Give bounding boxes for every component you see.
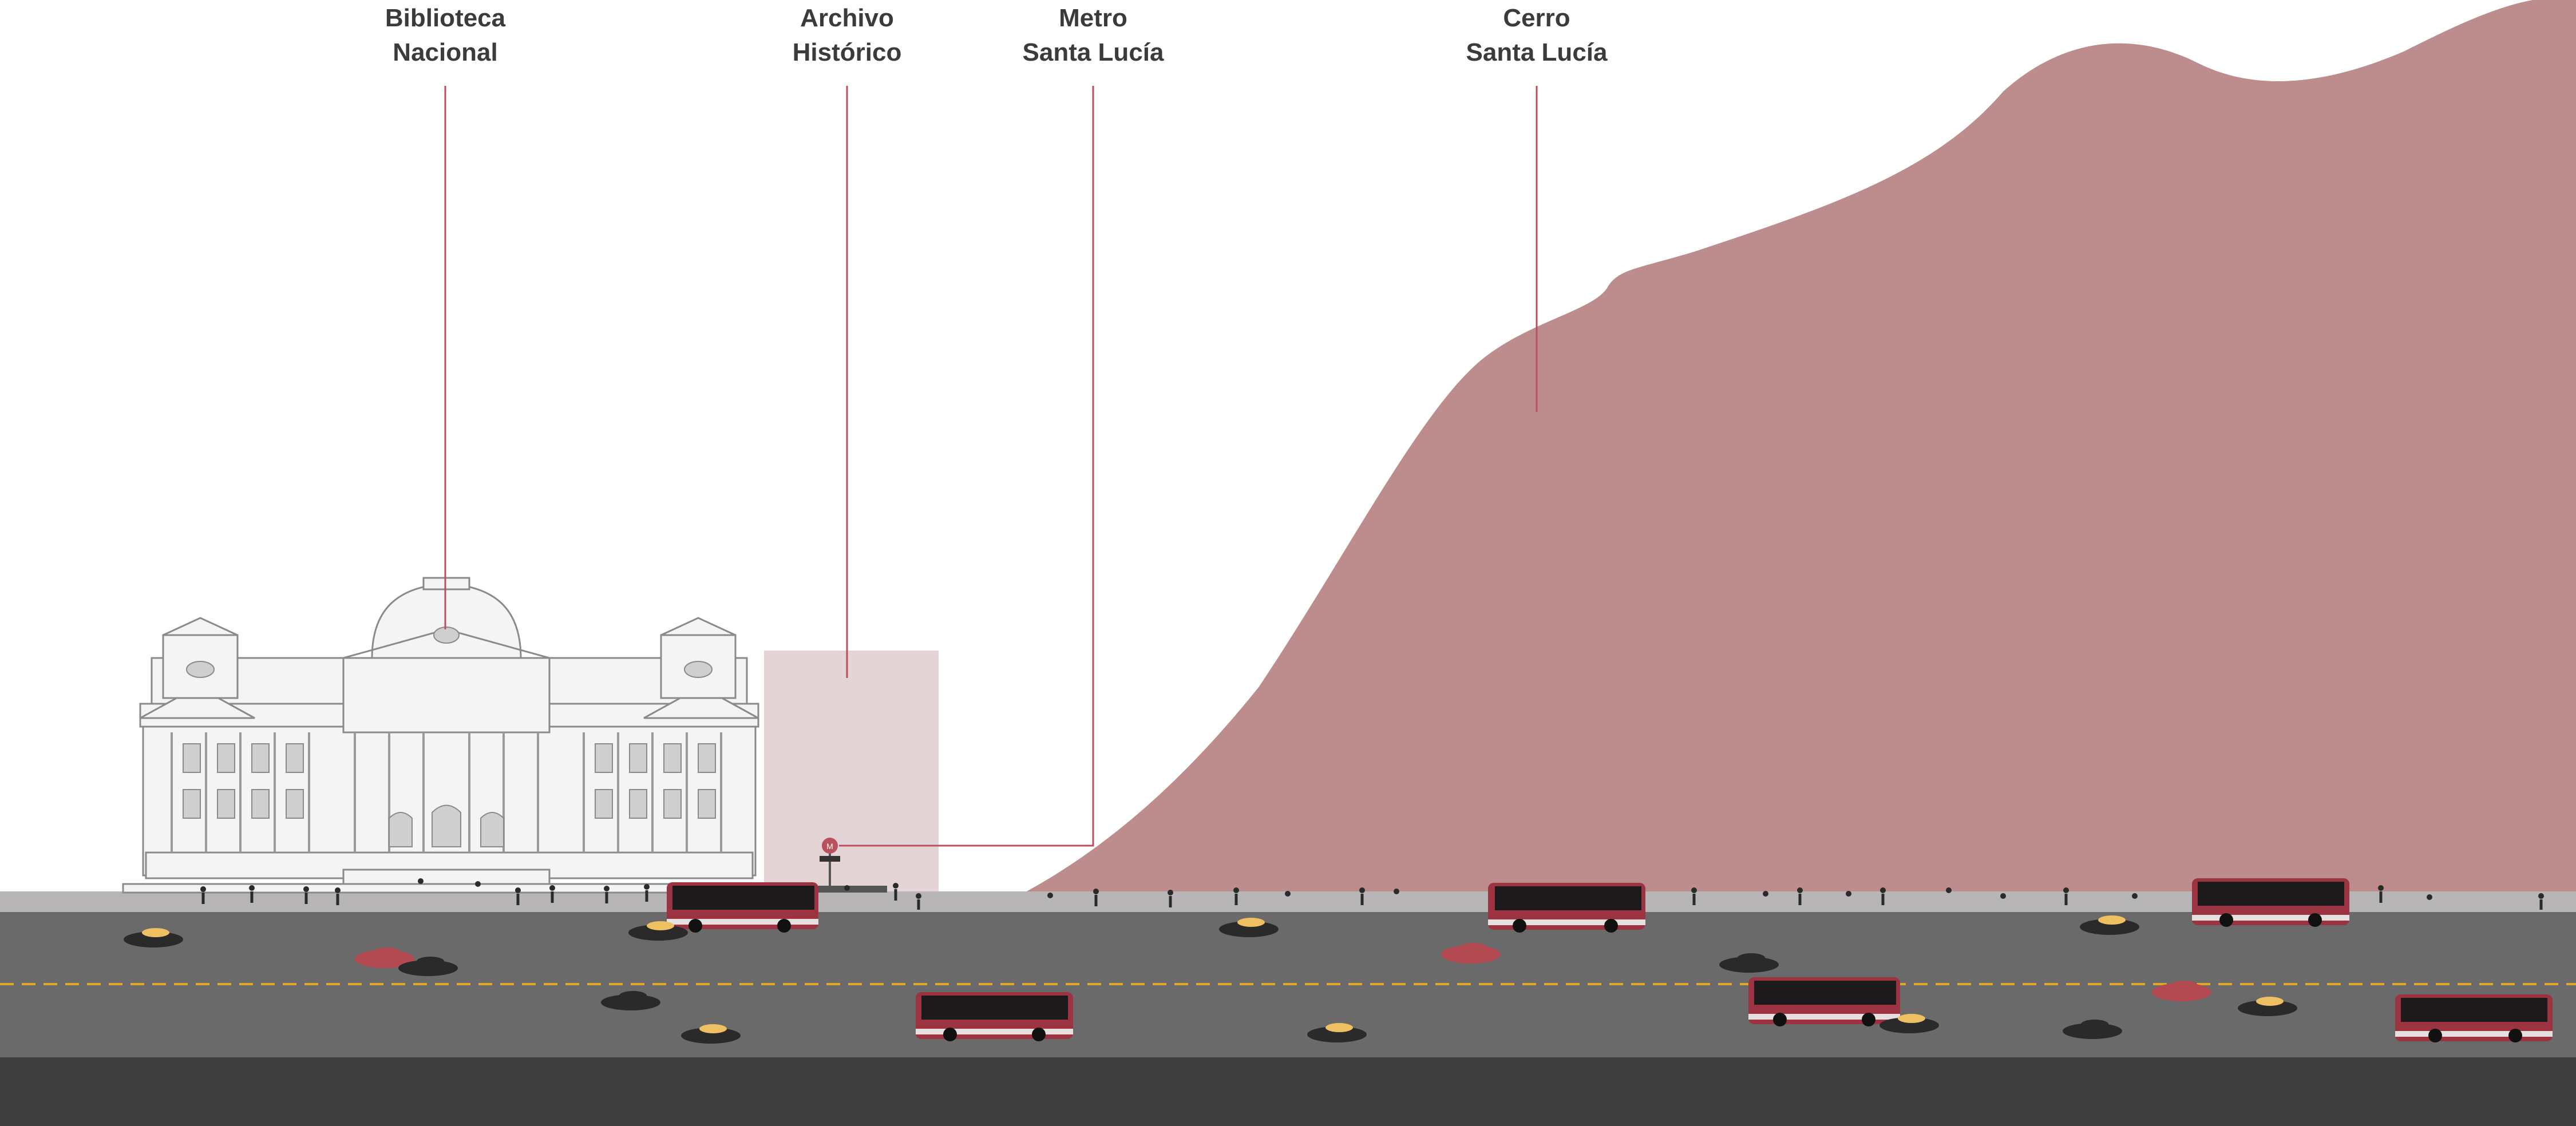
pedestrian-icon [1846, 891, 1851, 897]
cerro-santa-lucia-hill [1024, 0, 2576, 893]
label-biblioteca-nacional: Biblioteca Nacional [325, 1, 565, 70]
label-cerro-santa-lucia: Cerro Santa Lucía [1416, 1, 1657, 70]
car-icon [1441, 943, 1501, 964]
bus-icon [2395, 994, 2553, 1042]
building-windows [183, 627, 716, 847]
pedestrian-icon [844, 885, 850, 891]
car-icon [2238, 997, 2297, 1016]
label-line-2: Nacional [393, 38, 498, 66]
car-icon [2152, 981, 2211, 1001]
svg-text:M: M [826, 842, 833, 851]
pedestrian-icon [303, 886, 309, 892]
cars [124, 915, 2297, 1044]
pedestrian-bodies [201, 889, 2543, 910]
pedestrian-icon [418, 878, 424, 884]
buses [667, 878, 2553, 1042]
label-line-2: Santa Lucía [1022, 38, 1164, 66]
label-archivo-historico: Archivo Histórico [727, 1, 967, 70]
car-icon [2080, 915, 2139, 935]
label-line-1: Metro [1059, 4, 1127, 32]
pedestrian-icon [1763, 891, 1768, 897]
car-icon [1879, 1014, 1939, 1033]
building-columns [171, 732, 722, 853]
pedestrian-icon [2427, 894, 2432, 900]
pedestrian-icon [1285, 891, 1291, 897]
car-icon [681, 1024, 741, 1044]
pedestrian-icon [2063, 887, 2069, 893]
car-icon [124, 928, 183, 947]
pedestrian-icon [916, 893, 921, 899]
label-line-1: Archivo [800, 4, 894, 32]
bus-icon [667, 882, 818, 933]
pedestrian-icon [893, 883, 899, 889]
pedestrian-icon [604, 886, 610, 891]
leader-lines [444, 86, 1538, 847]
pedestrian-icon [200, 886, 206, 892]
pedestrian-icon [2538, 893, 2544, 899]
pedestrian-icon [335, 887, 341, 893]
bus-icon [1488, 883, 1645, 933]
pedestrian-icon [1233, 887, 1239, 893]
car-icon [1219, 918, 1279, 937]
archivo-historico-block [764, 651, 939, 893]
bus-icon [2192, 878, 2349, 927]
car-icon [601, 991, 660, 1010]
pedestrian-icon [1797, 887, 1803, 893]
pedestrian-icon [2000, 893, 2006, 899]
label-line-2: Histórico [792, 38, 902, 66]
pedestrian-icon [644, 884, 650, 890]
road-lower-band [0, 1057, 2576, 1126]
label-metro-santa-lucia: Metro Santa Lucía [973, 1, 1213, 70]
label-line-1: Cerro [1503, 4, 1570, 32]
pedestrian-icon [2378, 885, 2384, 891]
pedestrian-icon [1691, 887, 1697, 893]
bus-icon [1748, 977, 1900, 1026]
pedestrian-icon [2132, 893, 2138, 899]
label-line-1: Biblioteca [385, 4, 506, 32]
pedestrian-icon [1093, 889, 1099, 894]
car-icon [1307, 1023, 1367, 1042]
pedestrian-icon [1946, 887, 1952, 893]
pedestrian-icon [1394, 889, 1399, 894]
pedestrian-icon [1168, 890, 1173, 895]
pedestrians [200, 878, 2544, 900]
pedestrian-icon [249, 885, 255, 891]
pedestrian-icon [1047, 893, 1053, 898]
car-icon [2063, 1020, 2122, 1039]
label-line-2: Santa Lucía [1466, 38, 1608, 66]
pedestrian-icon [549, 885, 555, 891]
pedestrian-icon [1880, 887, 1886, 893]
car-icon [1719, 953, 1779, 973]
car-icon [398, 957, 458, 976]
car-icon [355, 947, 414, 968]
car-icon [628, 921, 688, 941]
pedestrian-icon [1359, 887, 1365, 893]
pedestrian-icon [515, 887, 521, 893]
pedestrian-icon [475, 881, 481, 887]
bus-icon [916, 992, 1073, 1041]
